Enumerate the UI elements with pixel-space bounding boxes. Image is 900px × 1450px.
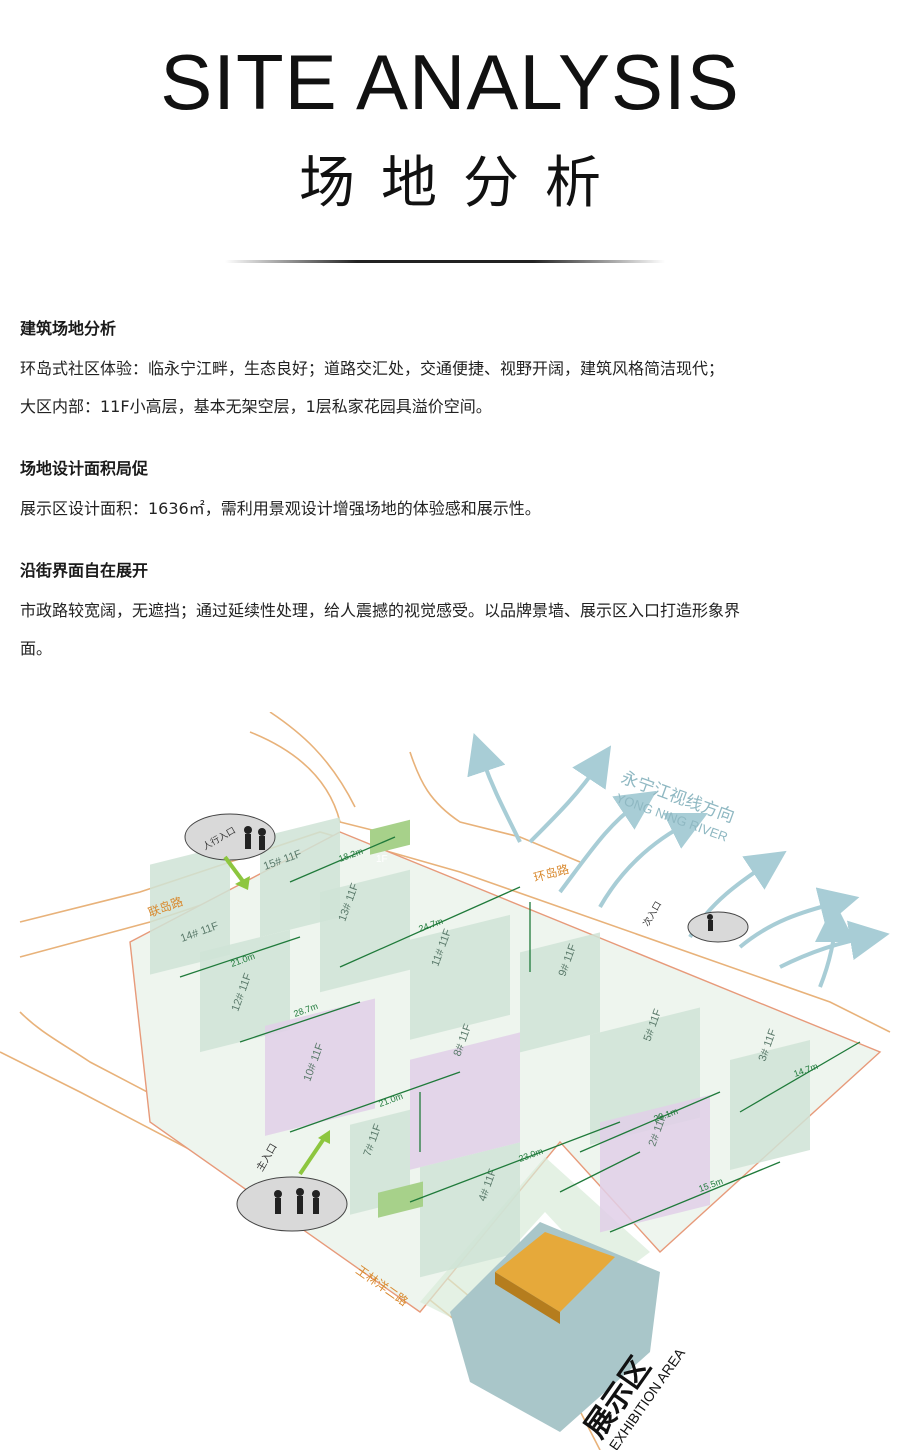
section-area-constraint: 场地设计面积局促 展示区设计面积：1636㎡，需利用景观设计增强场地的体验感和展…	[20, 456, 885, 528]
section-heading: 沿街界面自在展开	[20, 561, 149, 580]
entrance-label-cn: 次入口	[640, 899, 664, 928]
page-header: SITE ANALYSIS 场地分析	[0, 40, 900, 216]
green-belt	[420, 1157, 650, 1317]
section-heading: 建筑场地分析	[20, 319, 117, 338]
section-line: 市政路较宽阔，无遮挡；通过延续性处理，给人震撼的视觉感受。以品牌景墙、展示区入口…	[20, 601, 741, 620]
section-line: 面。	[20, 639, 53, 658]
small-building-label: 1F	[376, 854, 388, 865]
section-street-interface: 沿街界面自在展开 市政路较宽阔，无遮挡；通过延续性处理，给人震撼的视觉感受。以品…	[20, 558, 885, 668]
pedestrian-entrance: 人行入口	[184, 813, 276, 890]
exhibition-building	[495, 1232, 615, 1312]
section-heading: 场地设计面积局促	[20, 459, 149, 478]
building-blocks	[150, 817, 810, 1278]
title-chinese: 场地分析	[299, 151, 627, 216]
title-divider	[225, 260, 665, 263]
site-plan-diagram: 永宁江视线方向 YONG NING RIVER 15# 11F 14# 11F …	[0, 712, 891, 1450]
title-english: SITE ANALYSIS	[160, 38, 740, 126]
exhibition-building-side	[495, 1272, 560, 1324]
river-label: 永宁江视线方向 YONG NING RIVER	[614, 768, 737, 845]
section-line: 环岛式社区体验：临永宁江畔，生态良好；道路交汇处，交通便捷、视野开阔，建筑风格简…	[20, 359, 725, 378]
dimension-lines	[179, 836, 861, 1233]
section-line: 大区内部：11F小高层，基本无架空层，1层私家花园具溢价空间。	[20, 397, 492, 416]
section-building-analysis: 建筑场地分析 环岛式社区体验：临永宁江畔，生态良好；道路交汇处，交通便捷、视野开…	[20, 316, 885, 426]
road-label-ring: 环岛路	[532, 861, 571, 885]
secondary-entrance: 次入口	[640, 899, 749, 943]
analysis-text: 建筑场地分析 环岛式社区体验：临永宁江畔，生态良好；道路交汇处，交通便捷、视野开…	[20, 316, 885, 696]
section-line: 展示区设计面积：1636㎡，需利用景观设计增强场地的体验感和展示性。	[20, 499, 541, 518]
